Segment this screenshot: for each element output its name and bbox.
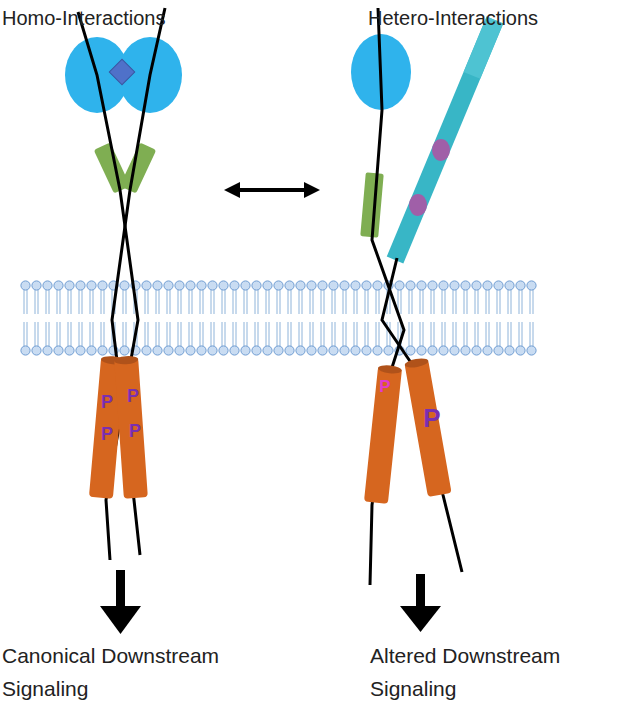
- phospho-mark: P: [98, 393, 116, 413]
- caption-text: Altered Downstream Signaling: [370, 639, 610, 706]
- phospho-mark: P: [376, 378, 394, 397]
- phospho-mark: P: [124, 387, 142, 407]
- signal-arrow: [100, 570, 141, 634]
- panel-heading: Hetero-Interactions: [368, 2, 608, 34]
- panel-heading: Homo-Interactions: [2, 2, 232, 34]
- phospho-mark: P: [126, 422, 144, 442]
- caption-text: Canonical Downstream Signaling: [2, 639, 242, 706]
- heterodimer-receptor: [351, 8, 503, 585]
- homodimer-receptor: [65, 8, 182, 560]
- equilibrium-arrow: [232, 188, 312, 192]
- signal-arrow: [400, 574, 441, 632]
- phospho-mark: P: [98, 425, 116, 445]
- lipid-bilayer: [20, 280, 537, 356]
- phospho-mark: P: [420, 398, 444, 440]
